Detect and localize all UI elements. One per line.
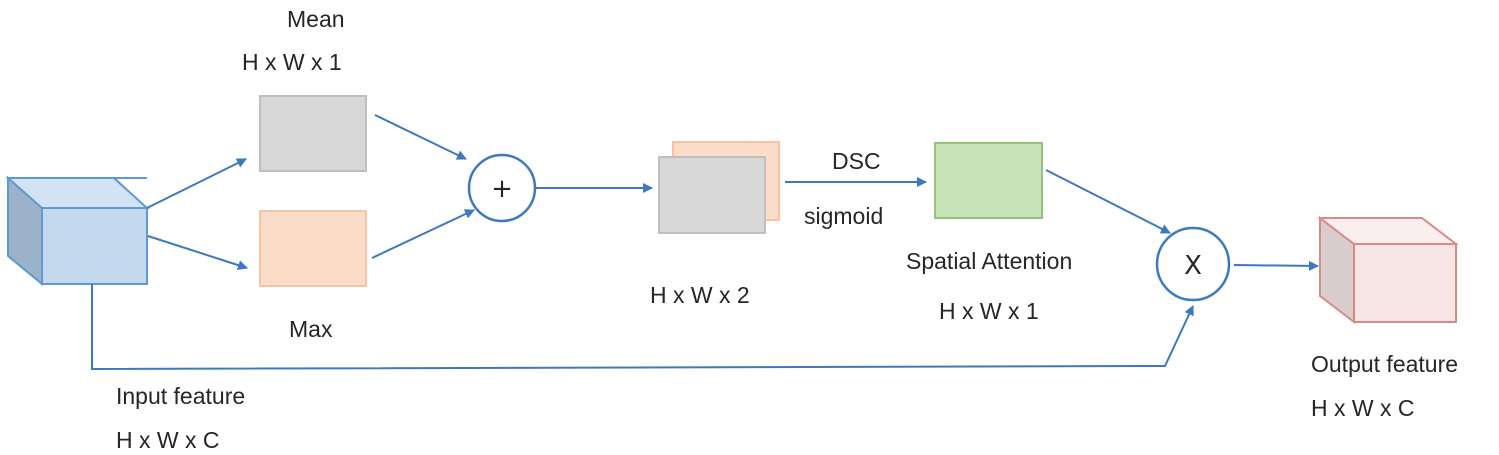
output-feature-cube	[1317, 215, 1459, 325]
arrow-multiply-to-output	[1233, 260, 1319, 271]
concat-front-box	[658, 156, 766, 234]
multiply-operator: X	[1155, 226, 1231, 302]
multiply-circle	[1155, 226, 1231, 302]
arrow-input-to-mean	[146, 158, 247, 209]
concat-feature-stack	[658, 141, 780, 234]
add-operator: +	[467, 153, 537, 223]
multiply-symbol: X	[1184, 251, 1202, 281]
concat-dims-label: H x W x 2	[650, 282, 750, 308]
dsc-label: DSC	[832, 148, 881, 174]
add-symbol: +	[491, 174, 513, 204]
input-feature-label: Input feature	[116, 383, 246, 409]
mean-label: Mean	[287, 6, 345, 32]
arrow-max-to-add	[371, 209, 475, 259]
arrow-mean-to-add	[374, 114, 467, 160]
max-label: Max	[289, 316, 333, 342]
input-feature-cube	[5, 175, 150, 287]
output-dims-label: H x W x C	[1311, 395, 1415, 421]
spatial-attention-box	[934, 142, 1043, 219]
input-dims-label: H x W x C	[116, 427, 220, 453]
spatial-attention-label: Spatial Attention	[906, 248, 1073, 274]
sigmoid-label: sigmoid	[804, 203, 884, 229]
input-cube-front	[41, 207, 148, 285]
max-box	[259, 210, 367, 287]
output-cube-front	[1353, 243, 1457, 323]
output-feature-label: Output feature	[1311, 351, 1459, 377]
mean-box	[259, 95, 367, 172]
arrow-input-to-max	[147, 235, 248, 270]
attention-dims-label: H x W x 1	[939, 298, 1039, 324]
arrow-attention-to-multiply	[1045, 169, 1171, 234]
mean-dims-label: H x W x 1	[242, 49, 342, 75]
arrow-input-skip-to-multiply	[91, 284, 1194, 371]
arrows	[91, 114, 1319, 371]
